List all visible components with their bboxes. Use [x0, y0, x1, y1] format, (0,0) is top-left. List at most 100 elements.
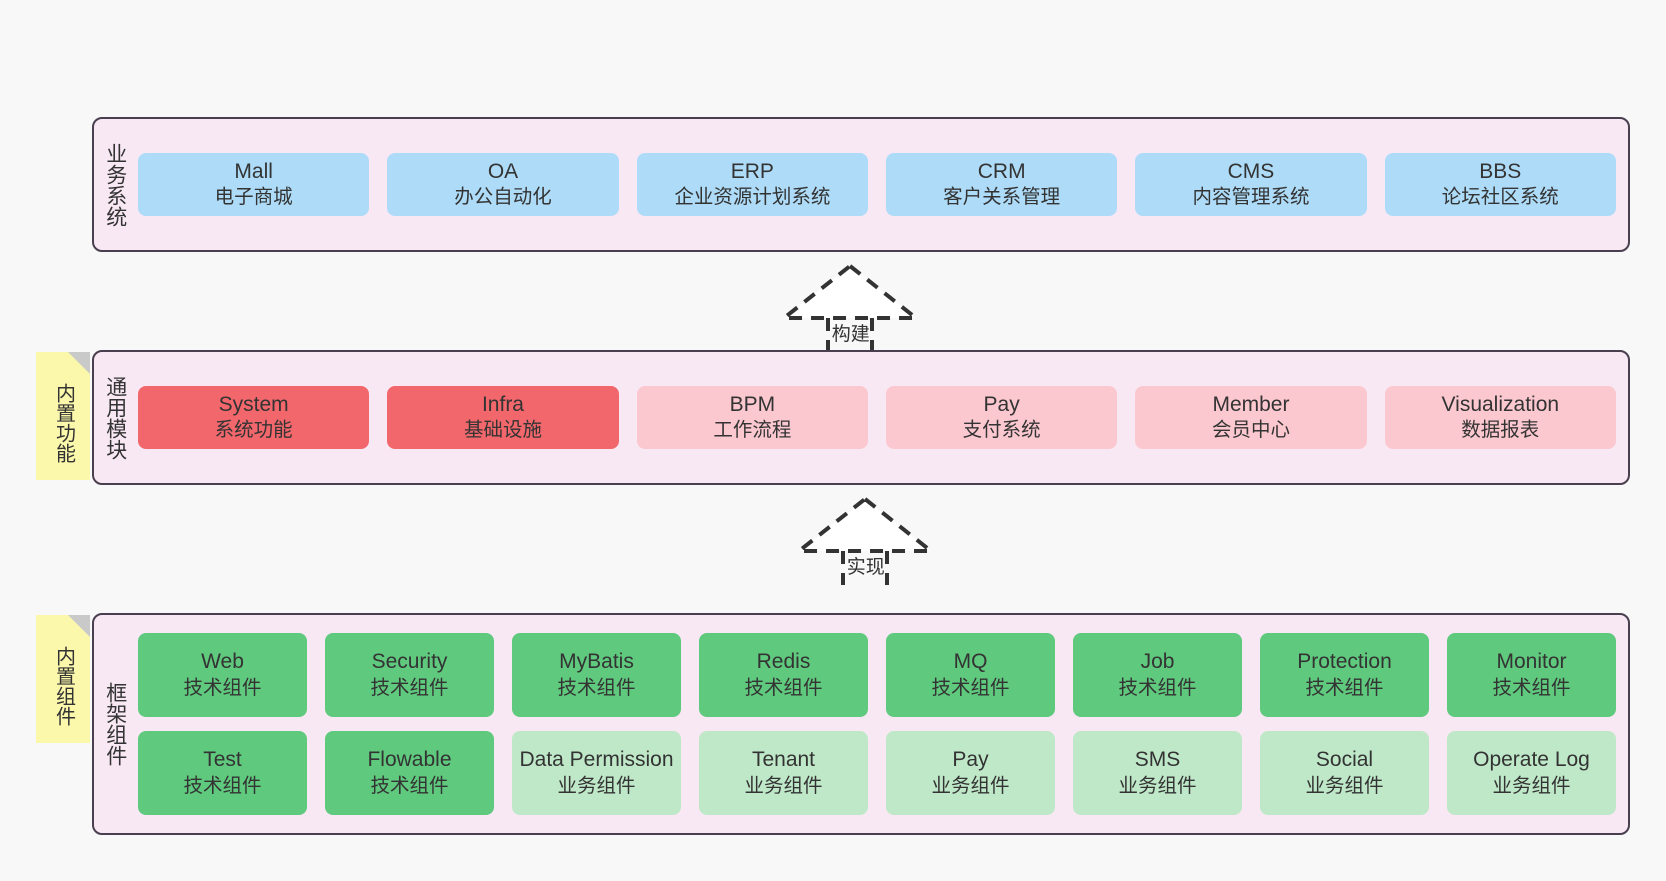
page-fold-icon: [68, 615, 90, 637]
sticky-note-builtin-component: 内置组件: [36, 615, 90, 743]
card-title: ERP: [730, 159, 774, 183]
card-title: SMS: [1134, 748, 1181, 772]
connector-label: 实现: [846, 557, 885, 578]
card-oa[interactable]: OA 办公自动化: [387, 152, 619, 217]
card-title: OA: [487, 159, 519, 183]
card-subtitle: 技术组件: [183, 676, 262, 699]
card-flowable[interactable]: Flowable 技术组件: [325, 731, 494, 815]
card-title: Visualization: [1441, 392, 1560, 416]
card-protection[interactable]: Protection 技术组件: [1260, 633, 1429, 717]
card-row: Test 技术组件 Flowable 技术组件 Data Permission …: [138, 731, 1616, 815]
sticky-note-builtin-function: 内置功能: [36, 352, 90, 480]
generalization-arrow-icon: [778, 263, 922, 352]
card-subtitle: 数据报表: [1461, 419, 1540, 442]
card-bpm[interactable]: BPM 工作流程: [636, 385, 868, 450]
card-title: MyBatis: [559, 650, 634, 674]
card-subtitle: 技术组件: [557, 676, 636, 699]
card-title: Pay: [952, 748, 989, 772]
card-title: Mall: [234, 159, 273, 183]
card-pay-component[interactable]: Pay 业务组件: [886, 731, 1055, 815]
card-subtitle: 会员中心: [1211, 419, 1290, 442]
card-bbs[interactable]: BBS 论坛社区系统: [1384, 152, 1616, 217]
card-web[interactable]: Web 技术组件: [138, 633, 307, 717]
card-subtitle: 技术组件: [931, 676, 1010, 699]
connector-implement: 实现: [793, 495, 937, 585]
card-erp[interactable]: ERP 企业资源计划系统: [636, 152, 868, 217]
card-system[interactable]: System 系统功能: [138, 385, 370, 450]
card-mall[interactable]: Mall 电子商城: [138, 152, 370, 217]
card-title: Redis: [756, 650, 811, 674]
realization-arrow-icon: [793, 496, 937, 585]
card-title: Tenant: [751, 748, 816, 772]
card-subtitle: 业务组件: [1492, 774, 1571, 797]
card-subtitle: 技术组件: [744, 676, 823, 699]
card-member[interactable]: Member 会员中心: [1135, 385, 1367, 450]
card-sms[interactable]: SMS 业务组件: [1073, 731, 1242, 815]
card-title: Security: [371, 650, 448, 674]
card-security[interactable]: Security 技术组件: [325, 633, 494, 717]
layer-framework-components: 框架组件 Web 技术组件 Security 技术组件 MyBatis 技术组件…: [92, 613, 1630, 835]
card-monitor[interactable]: Monitor 技术组件: [1447, 633, 1616, 717]
card-tenant[interactable]: Tenant 业务组件: [699, 731, 868, 815]
card-social[interactable]: Social 业务组件: [1260, 731, 1429, 815]
card-subtitle: 基础设施: [463, 419, 542, 442]
card-subtitle: 支付系统: [962, 419, 1041, 442]
card-infra[interactable]: Infra 基础设施: [387, 385, 619, 450]
card-pay[interactable]: Pay 支付系统: [885, 385, 1118, 450]
card-test[interactable]: Test 技术组件: [138, 731, 307, 815]
card-subtitle: 业务组件: [744, 774, 823, 797]
card-row: Mall 电子商城 OA 办公自动化 ERP 企业资源计划系统 CRM 客户关系…: [138, 152, 1616, 217]
card-subtitle: 业务组件: [557, 774, 636, 797]
card-crm[interactable]: CRM 客户关系管理: [885, 152, 1118, 217]
card-operate-log[interactable]: Operate Log 业务组件: [1447, 731, 1616, 815]
layer-title-business-systems: 业务系统: [103, 142, 127, 227]
connector-label: 构建: [831, 324, 870, 345]
card-subtitle: 系统功能: [214, 419, 293, 442]
layer-body-business-systems: Mall 电子商城 OA 办公自动化 ERP 企业资源计划系统 CRM 客户关系…: [136, 119, 1628, 250]
card-title: CMS: [1227, 159, 1275, 183]
card-mybatis[interactable]: MyBatis 技术组件: [512, 633, 681, 717]
card-title: Member: [1212, 392, 1290, 416]
layer-title-framework-components: 框架组件: [103, 682, 127, 766]
card-subtitle: 业务组件: [1118, 774, 1197, 797]
card-subtitle: 技术组件: [183, 774, 262, 797]
card-subtitle: 客户关系管理: [943, 186, 1061, 209]
sticky-note-label: 内置功能: [52, 383, 75, 463]
card-title: Social: [1315, 748, 1374, 772]
card-subtitle: 技术组件: [1118, 676, 1197, 699]
card-subtitle: 办公自动化: [454, 186, 552, 209]
card-title: MQ: [953, 650, 988, 674]
card-title: Web: [201, 650, 244, 674]
card-title: Data Permission: [519, 748, 674, 772]
card-subtitle: 企业资源计划系统: [674, 186, 831, 209]
sticky-note-label: 内置组件: [52, 646, 75, 726]
card-subtitle: 业务组件: [1305, 774, 1384, 797]
card-title: BPM: [729, 392, 776, 416]
card-mq[interactable]: MQ 技术组件: [886, 633, 1055, 717]
card-title: Pay: [983, 392, 1020, 416]
card-title: Protection: [1297, 650, 1392, 674]
card-title: Test: [203, 748, 242, 772]
card-cms[interactable]: CMS 内容管理系统: [1135, 152, 1367, 217]
page-fold-icon: [68, 352, 90, 374]
card-redis[interactable]: Redis 技术组件: [699, 633, 868, 717]
card-title: Infra: [481, 392, 524, 416]
layer-title-common-modules: 通用模块: [103, 375, 127, 460]
card-row: System 系统功能 Infra 基础设施 BPM 工作流程 Pay 支付系统…: [138, 385, 1616, 450]
card-title: Monitor: [1496, 650, 1567, 674]
card-title: Operate Log: [1473, 748, 1590, 772]
card-subtitle: 技术组件: [1305, 676, 1384, 699]
card-subtitle: 技术组件: [370, 774, 449, 797]
card-title: Job: [1140, 650, 1175, 674]
card-job[interactable]: Job 技术组件: [1073, 633, 1242, 717]
layer-body-framework-components: Web 技术组件 Security 技术组件 MyBatis 技术组件 Redi…: [136, 615, 1628, 833]
card-subtitle: 电子商城: [214, 186, 293, 209]
card-visualization[interactable]: Visualization 数据报表: [1384, 385, 1616, 450]
card-subtitle: 内容管理系统: [1192, 186, 1310, 209]
card-data-permission[interactable]: Data Permission 业务组件: [512, 731, 681, 815]
card-subtitle: 技术组件: [1492, 676, 1571, 699]
card-title: BBS: [1479, 159, 1522, 183]
card-row: Web 技术组件 Security 技术组件 MyBatis 技术组件 Redi…: [138, 633, 1616, 717]
card-subtitle: 业务组件: [931, 774, 1010, 797]
